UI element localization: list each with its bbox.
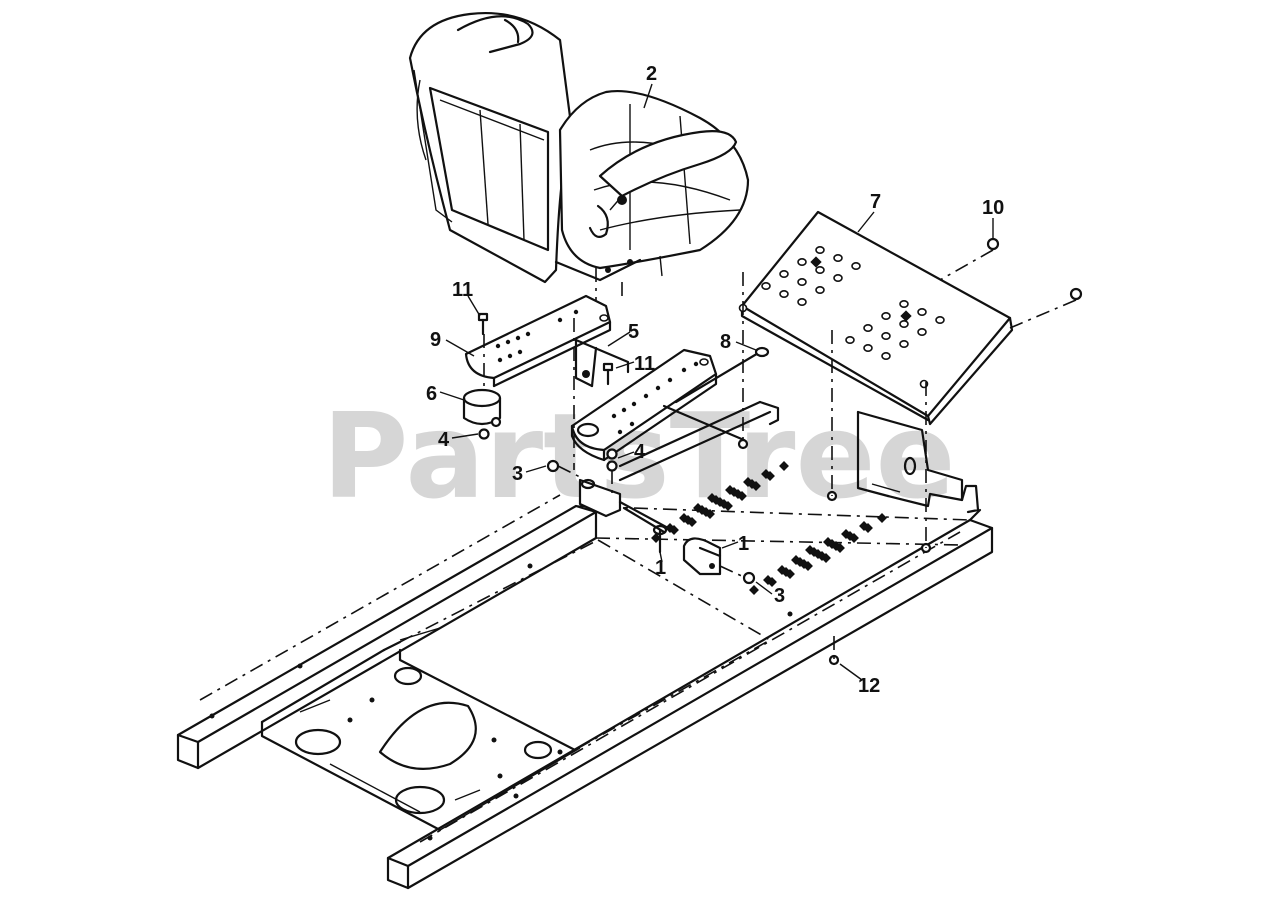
plate-square-hole bbox=[900, 310, 912, 322]
leader-lines bbox=[439, 83, 994, 681]
slide-rail-9 bbox=[464, 294, 612, 388]
rail-hole bbox=[699, 358, 709, 366]
plate-hole bbox=[845, 335, 855, 344]
plate-hole bbox=[761, 281, 771, 290]
callout-3: 3 bbox=[512, 463, 523, 485]
rod-8 bbox=[662, 346, 770, 442]
plate-hole bbox=[833, 254, 843, 263]
rail-hole bbox=[573, 309, 579, 315]
rail-hole bbox=[667, 377, 673, 383]
grip-diamond bbox=[651, 533, 661, 543]
callout-8: 8 bbox=[720, 331, 731, 353]
callout-numbers: 2 7 10 11 9 5 11 8 6 4 4 3 1 1 3 12 bbox=[426, 63, 1004, 697]
rail-hole bbox=[629, 421, 635, 427]
grip-diamond bbox=[765, 471, 775, 481]
plate-hole bbox=[899, 319, 909, 328]
rail-hole bbox=[599, 314, 609, 322]
plate-hole bbox=[917, 327, 927, 336]
plate-hole bbox=[797, 277, 807, 286]
callout-1: 1 bbox=[655, 557, 666, 579]
floor-grip-pattern bbox=[651, 461, 887, 595]
rear-bracket bbox=[856, 410, 982, 522]
callout-9: 9 bbox=[430, 329, 441, 351]
grip-diamond bbox=[749, 585, 759, 595]
rail-hole bbox=[693, 361, 699, 367]
rail-hole bbox=[621, 407, 627, 413]
grip-diamond bbox=[767, 577, 777, 587]
callout-12: 12 bbox=[858, 675, 880, 697]
plate-hole bbox=[797, 257, 807, 266]
plate-hole bbox=[881, 351, 891, 360]
grip-diamond bbox=[821, 553, 831, 563]
plate-hole bbox=[815, 246, 825, 255]
mounting-plate-7 bbox=[738, 210, 1014, 426]
grip-diamond bbox=[751, 481, 761, 491]
plate-hole bbox=[899, 339, 909, 348]
bracket-5 bbox=[574, 338, 630, 388]
rail-hole bbox=[681, 367, 687, 373]
rail-hole bbox=[611, 413, 617, 419]
grip-diamond bbox=[785, 569, 795, 579]
plate-hole bbox=[779, 269, 789, 278]
plate-hole bbox=[863, 343, 873, 352]
callout-7: 7 bbox=[870, 191, 881, 213]
rail-hole bbox=[507, 353, 513, 359]
plate-hole bbox=[881, 311, 891, 320]
plate-hole bbox=[881, 331, 891, 340]
plate-hole bbox=[833, 273, 843, 282]
plate-square-hole bbox=[810, 256, 822, 268]
plate-hole bbox=[815, 265, 825, 274]
callout-6: 6 bbox=[426, 383, 437, 405]
callout-2: 2 bbox=[646, 63, 657, 85]
rail-hole bbox=[515, 335, 521, 341]
callout-4: 4 bbox=[634, 441, 646, 463]
rail-hole bbox=[557, 317, 563, 323]
grip-diamond bbox=[863, 523, 873, 533]
grip-diamond bbox=[737, 491, 747, 501]
callout-5: 5 bbox=[628, 321, 639, 343]
plate-hole bbox=[917, 307, 927, 316]
rail-hole bbox=[505, 339, 511, 345]
grip-diamond bbox=[835, 543, 845, 553]
callout-3: 3 bbox=[774, 585, 785, 607]
alignment-lines bbox=[483, 249, 1077, 660]
plate-hole bbox=[779, 289, 789, 298]
rail-hole bbox=[525, 331, 531, 337]
plate-hole bbox=[851, 261, 861, 270]
grip-diamond bbox=[849, 533, 859, 543]
callout-4: 4 bbox=[438, 429, 450, 451]
plate-hole bbox=[899, 299, 909, 308]
callout-1: 1 bbox=[738, 533, 749, 555]
grip-diamond bbox=[705, 509, 715, 519]
bracket-1 bbox=[682, 537, 722, 576]
seat-2 bbox=[408, 12, 750, 284]
rail-hole bbox=[517, 349, 523, 355]
cross-tube bbox=[618, 400, 780, 482]
grip-diamond bbox=[723, 501, 733, 511]
isolator-6 bbox=[462, 388, 502, 426]
callout-11: 11 bbox=[634, 353, 655, 375]
grip-diamond bbox=[803, 561, 813, 571]
callout-10: 10 bbox=[982, 197, 1004, 219]
rail-hole bbox=[617, 429, 623, 435]
rail-hole bbox=[495, 343, 501, 349]
rail-hole bbox=[643, 393, 649, 399]
rail-hole bbox=[655, 385, 661, 391]
grip-diamond bbox=[669, 525, 679, 535]
grip-diamond bbox=[779, 461, 789, 471]
grip-diamond bbox=[687, 517, 697, 527]
rail-hole bbox=[497, 357, 503, 363]
plate-hole bbox=[863, 323, 873, 332]
plate-hole bbox=[815, 285, 825, 294]
plate-hole bbox=[797, 297, 807, 306]
rail-hole bbox=[631, 401, 637, 407]
plate-hole bbox=[935, 315, 945, 324]
grip-diamond bbox=[877, 513, 887, 523]
callout-11: 11 bbox=[452, 279, 473, 301]
